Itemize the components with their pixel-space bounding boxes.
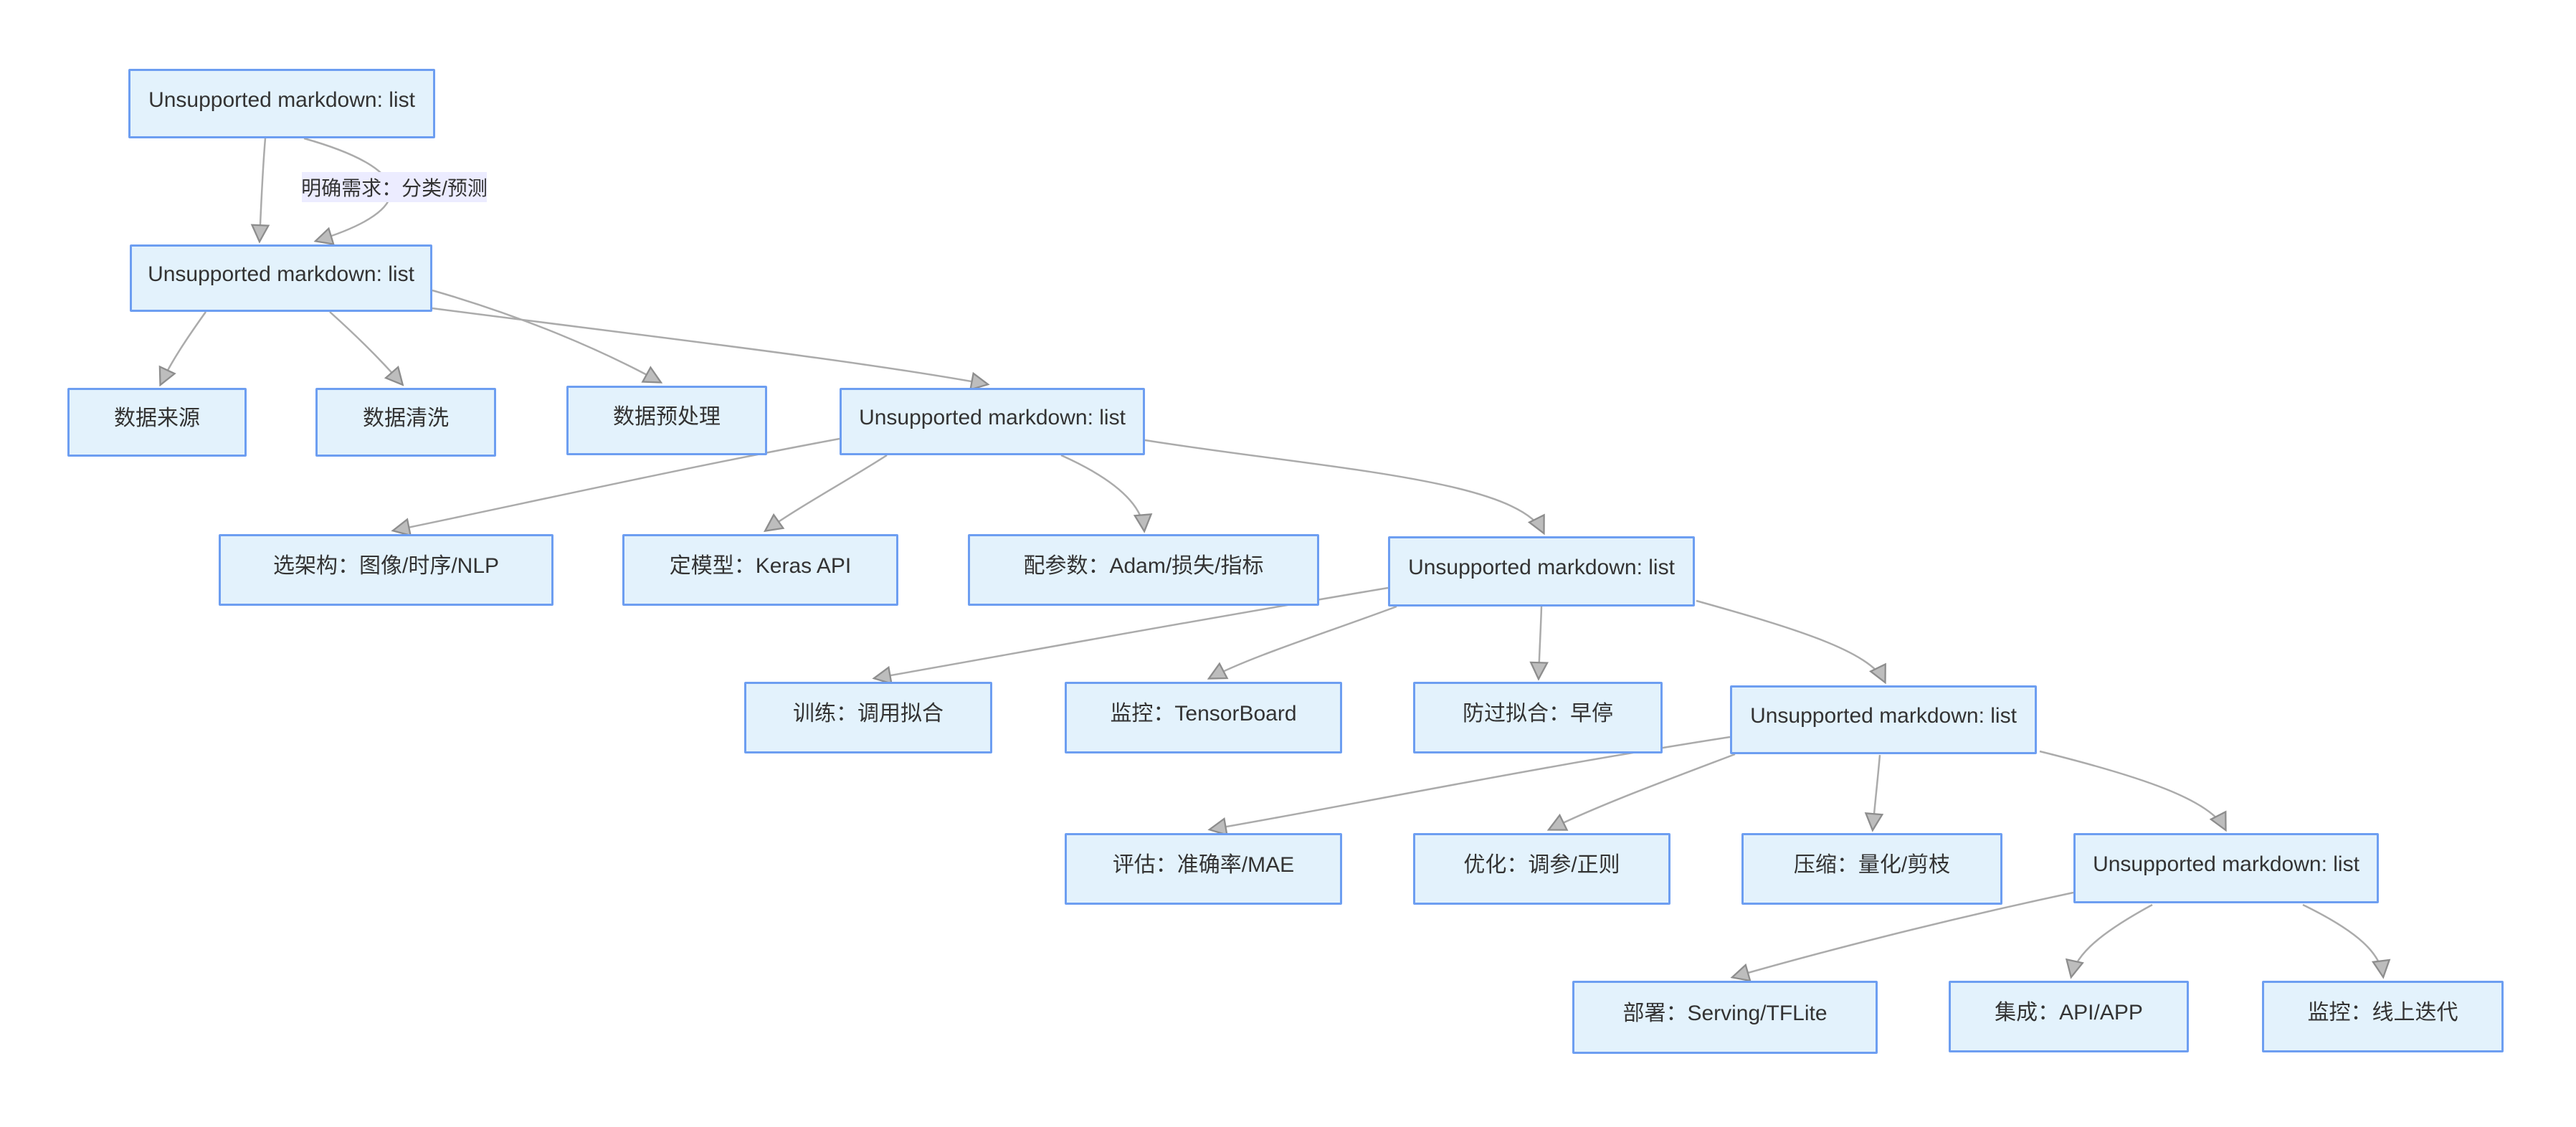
node-compress-quantize: 压缩：量化/剪枝 <box>1741 833 2002 905</box>
edge-deploy-to-serving <box>1733 891 2074 977</box>
node-label: Unsupported markdown: list <box>148 262 414 286</box>
edge-data-to-preprocessing <box>432 289 660 382</box>
node-deploy-stage-list: Unsupported markdown: list <box>2073 833 2379 903</box>
edge-label-requirement: 明确需求：分类/预测 <box>301 172 488 202</box>
edge-start-to-data-plain <box>260 138 265 241</box>
node-monitor-tensorboard: 监控：TensorBoard <box>1065 682 1342 753</box>
edge-data-to-cleaning <box>329 311 402 384</box>
node-training-fit: 训练：调用拟合 <box>744 682 992 753</box>
node-label: 集成：API/APP <box>1995 1001 2143 1024</box>
node-data-stage-list: Unsupported markdown: list <box>130 244 432 312</box>
node-label: Unsupported markdown: list <box>148 87 415 112</box>
node-model-keras: 定模型：Keras API <box>622 534 898 606</box>
node-monitor-online: 监控：线上迭代 <box>2262 981 2504 1052</box>
edge-data-to-model-stage <box>432 307 987 384</box>
node-integrate-api: 集成：API/APP <box>1949 981 2189 1052</box>
edge-model-to-train-stage <box>1144 439 1544 533</box>
node-params-adam: 配参数：Adam/损失/指标 <box>968 534 1319 606</box>
node-label: Unsupported markdown: list <box>2093 852 2359 876</box>
edge-eval-to-optimize <box>1549 753 1736 829</box>
edge-train-to-tensorboard <box>1209 605 1397 678</box>
node-start-list: Unsupported markdown: list <box>128 69 435 138</box>
node-label: Unsupported markdown: list <box>859 406 1126 429</box>
node-label: 监控：TensorBoard <box>1110 702 1297 726</box>
node-model-stage-list: Unsupported markdown: list <box>840 388 1145 455</box>
edge-data-to-source <box>161 311 207 384</box>
node-label: 评估：准确率/MAE <box>1112 853 1295 877</box>
node-label: 数据清洗 <box>363 406 449 430</box>
node-optimize-tuning: 优化：调参/正则 <box>1413 833 1670 905</box>
node-train-stage-list: Unsupported markdown: list <box>1388 536 1695 607</box>
node-label: 选架构：图像/时序/NLP <box>272 554 500 578</box>
node-label: 优化：调参/正则 <box>1463 853 1620 877</box>
node-label: 训练：调用拟合 <box>793 702 944 726</box>
node-label: 压缩：量化/剪枝 <box>1793 853 1951 877</box>
node-data-preprocessing: 数据预处理 <box>566 386 767 455</box>
node-label: 监控：线上迭代 <box>2307 1001 2458 1024</box>
node-eval-accuracy: 评估：准确率/MAE <box>1065 833 1342 905</box>
edge-train-to-earlystop <box>1539 606 1541 678</box>
edge-train-to-eval-stage <box>1696 599 1885 682</box>
node-label: 定模型：Keras API <box>669 554 852 578</box>
node-label: Unsupported markdown: list <box>1408 556 1675 579</box>
node-data-source: 数据来源 <box>67 388 247 457</box>
edge-eval-to-compress <box>1873 754 1880 829</box>
edge-model-to-keras <box>766 454 888 531</box>
node-deploy-serving: 部署：Serving/TFLite <box>1572 981 1878 1054</box>
edge-deploy-to-monitor-online <box>2302 903 2383 976</box>
edge-eval-to-deploy-stage <box>2039 750 2225 829</box>
edge-deploy-to-integrate <box>2071 903 2153 976</box>
node-data-cleaning: 数据清洗 <box>315 388 496 457</box>
node-architecture: 选架构：图像/时序/NLP <box>219 534 553 606</box>
edge-model-to-params <box>1060 454 1144 531</box>
node-early-stopping: 防过拟合：早停 <box>1413 682 1663 753</box>
edge-model-to-architecture <box>394 437 840 531</box>
node-eval-stage-list: Unsupported markdown: list <box>1730 685 2037 754</box>
node-label: 防过拟合：早停 <box>1463 702 1613 726</box>
node-label: 部署：Serving/TFLite <box>1622 1002 1828 1025</box>
node-label: 数据来源 <box>114 406 200 430</box>
node-label: 配参数：Adam/损失/指标 <box>1023 554 1264 578</box>
node-label: Unsupported markdown: list <box>1750 704 2017 728</box>
node-label: 数据预处理 <box>613 404 721 429</box>
